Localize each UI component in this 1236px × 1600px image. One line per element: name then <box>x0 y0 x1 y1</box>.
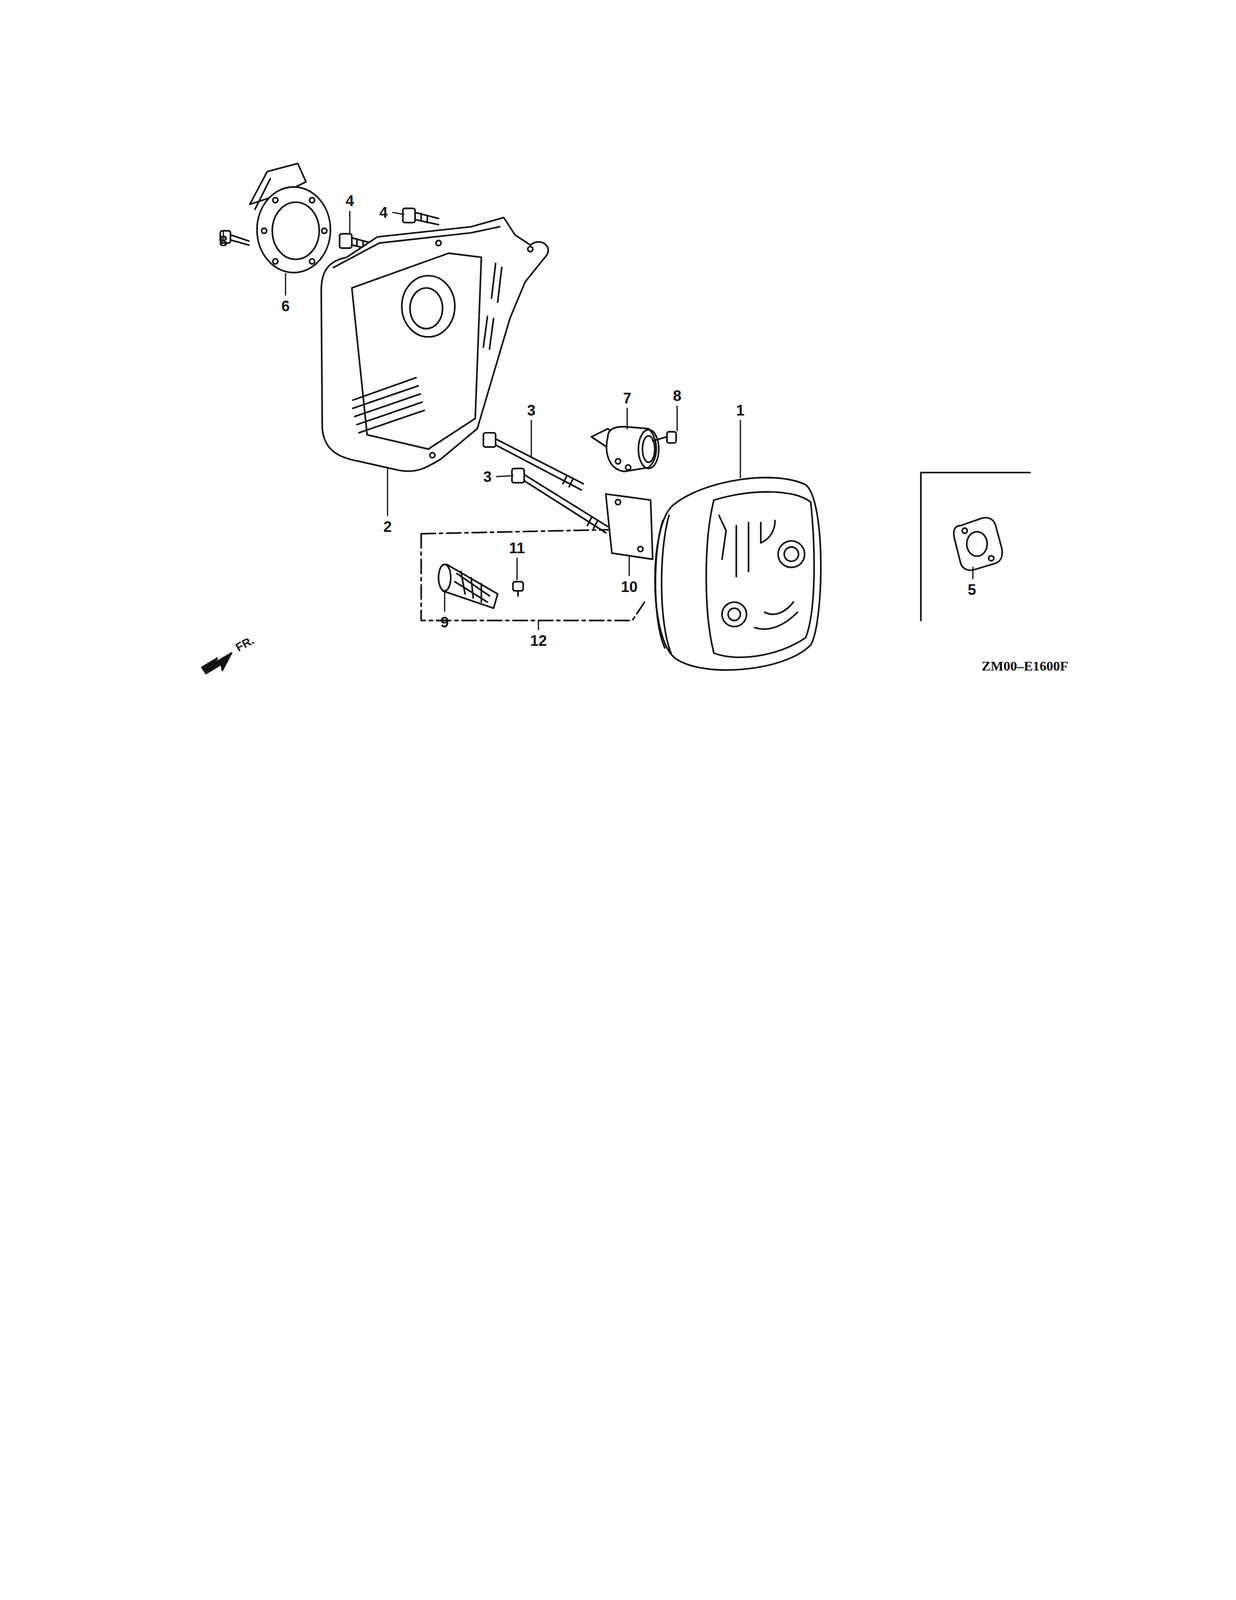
direction-label: FR. <box>233 633 256 653</box>
assembly-bracket <box>421 529 645 620</box>
callout-number: 11 <box>508 539 525 555</box>
option-frame <box>920 472 1030 621</box>
callout-number: 2 <box>383 518 392 534</box>
leader-lines <box>223 211 973 630</box>
spark-arrester <box>438 564 498 608</box>
callout-number: 8 <box>672 388 682 404</box>
callout-number: 1 <box>736 402 745 418</box>
callout-number: 4 <box>345 193 354 209</box>
callout-number: 3 <box>483 468 492 484</box>
gasket <box>953 517 1003 571</box>
muffler <box>654 477 821 670</box>
callout-number: 3 <box>527 402 536 418</box>
callout-number: 10 <box>620 578 638 594</box>
long-bolts <box>483 432 608 533</box>
arrester-plate <box>605 493 653 560</box>
front-arrow <box>202 652 232 674</box>
callout-number: 7 <box>622 390 632 406</box>
muffler-protector <box>321 217 549 472</box>
callout-number: 9 <box>440 614 449 630</box>
exhaust-flange <box>249 163 331 273</box>
exhaust-pipe <box>591 426 659 472</box>
callout-number: 4 <box>379 204 388 220</box>
screw <box>512 581 523 596</box>
drawing-code: ZM00–E1600F <box>981 659 1069 673</box>
callout-number: 8 <box>219 233 228 249</box>
callout-number: 12 <box>530 633 547 649</box>
callout-number: 6 <box>281 298 290 314</box>
screw <box>652 431 677 443</box>
callout-number: 5 <box>967 582 976 598</box>
